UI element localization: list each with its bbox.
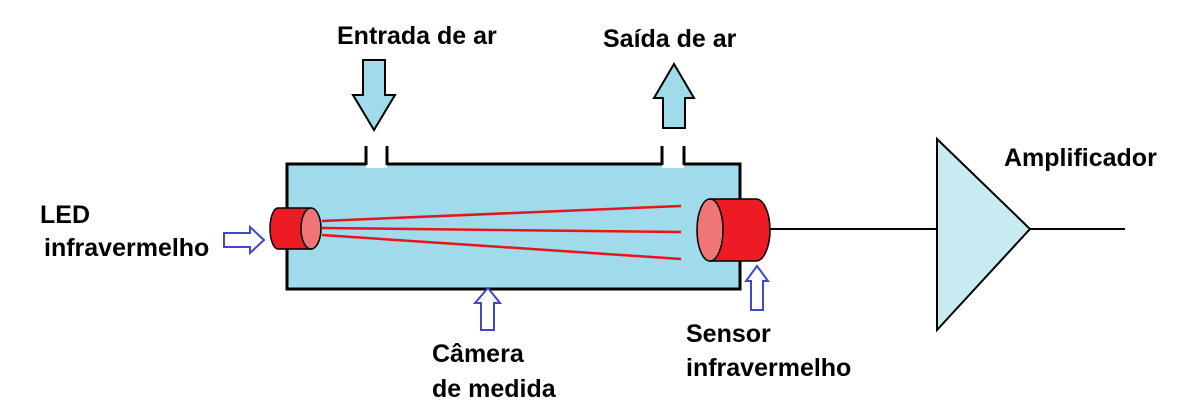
chamber-label-line1: Câmera (432, 340, 525, 368)
light-beams (321, 204, 682, 261)
led-label-line1: LED (40, 201, 90, 229)
beam-upper (321, 204, 682, 223)
led-pointer-hollow-arrow-icon (223, 224, 266, 256)
sensor-face (696, 198, 724, 262)
beam-middle (321, 226, 682, 234)
sensor-label-line1: Sensor (686, 320, 771, 348)
inlet-opening (366, 158, 387, 168)
sensor-body (709, 198, 771, 262)
chamber-label-line2: de medida (432, 375, 557, 403)
sensor-label-line2: infravermelho (686, 354, 851, 382)
infrared-sensor (696, 198, 771, 262)
led-body (269, 207, 312, 250)
led-label-line2: infravermelho (44, 234, 209, 262)
outlet-opening (662, 158, 684, 168)
air-outlet-label: Saída de ar (603, 25, 737, 53)
amplifier-label: Amplificador (1004, 144, 1157, 172)
air-inlet-arrow-icon (351, 59, 397, 132)
amplifier-icon (936, 136, 1032, 333)
infrared-led (269, 207, 322, 250)
air-outlet-arrow-icon (652, 62, 696, 129)
chamber-pointer-hollow-arrow-icon (472, 286, 503, 331)
beam-lower (321, 233, 682, 261)
measurement-chamber (285, 162, 742, 291)
air-inlet-label: Entrada de ar (337, 22, 497, 50)
led-face (300, 207, 322, 250)
sensor-pointer-hollow-arrow-icon (744, 264, 770, 311)
